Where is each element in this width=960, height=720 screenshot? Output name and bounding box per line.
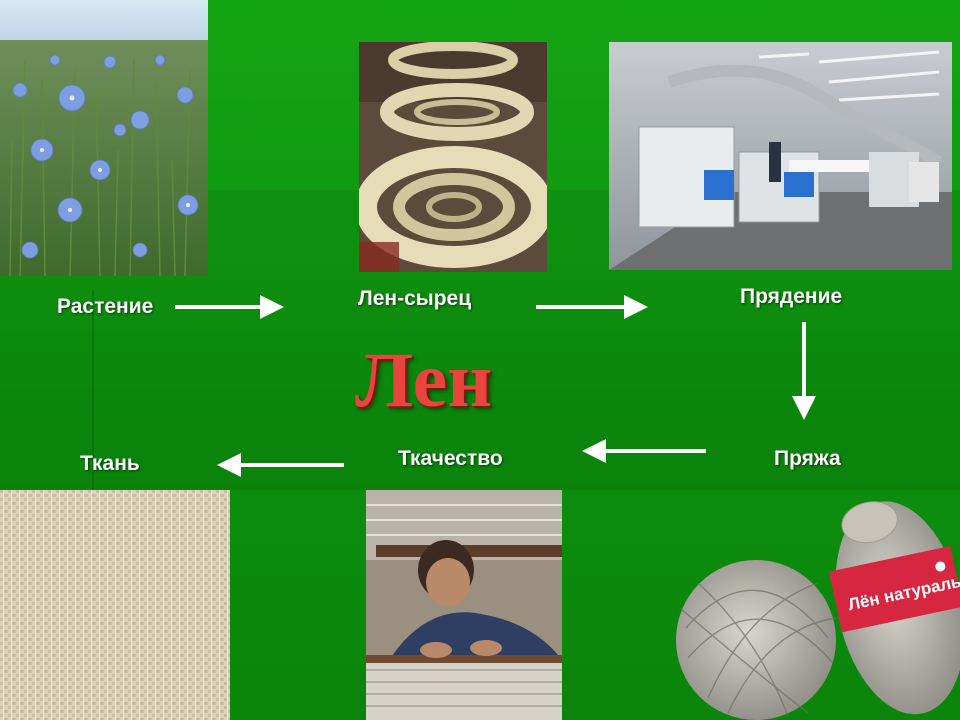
background-line	[92, 290, 94, 490]
step-label-plant: Растение	[57, 295, 154, 318]
raw-flax-photo	[359, 42, 547, 272]
step-label-fabric: Ткань	[80, 452, 140, 475]
flax-plant-photo	[0, 0, 208, 276]
step-label-yarn: Пряжа	[774, 447, 841, 470]
step-label-weaving: Ткачество	[398, 447, 503, 470]
yarn-photo: Лён натуральный	[668, 488, 960, 720]
diagram-title: Лен	[355, 336, 493, 423]
step-label-raw-flax: Лен-сырец	[358, 287, 472, 310]
weaving-photo	[366, 490, 562, 720]
fabric-photo	[0, 490, 230, 720]
spinning-factory-photo	[609, 42, 952, 270]
step-label-spinning: Прядение	[740, 285, 843, 308]
